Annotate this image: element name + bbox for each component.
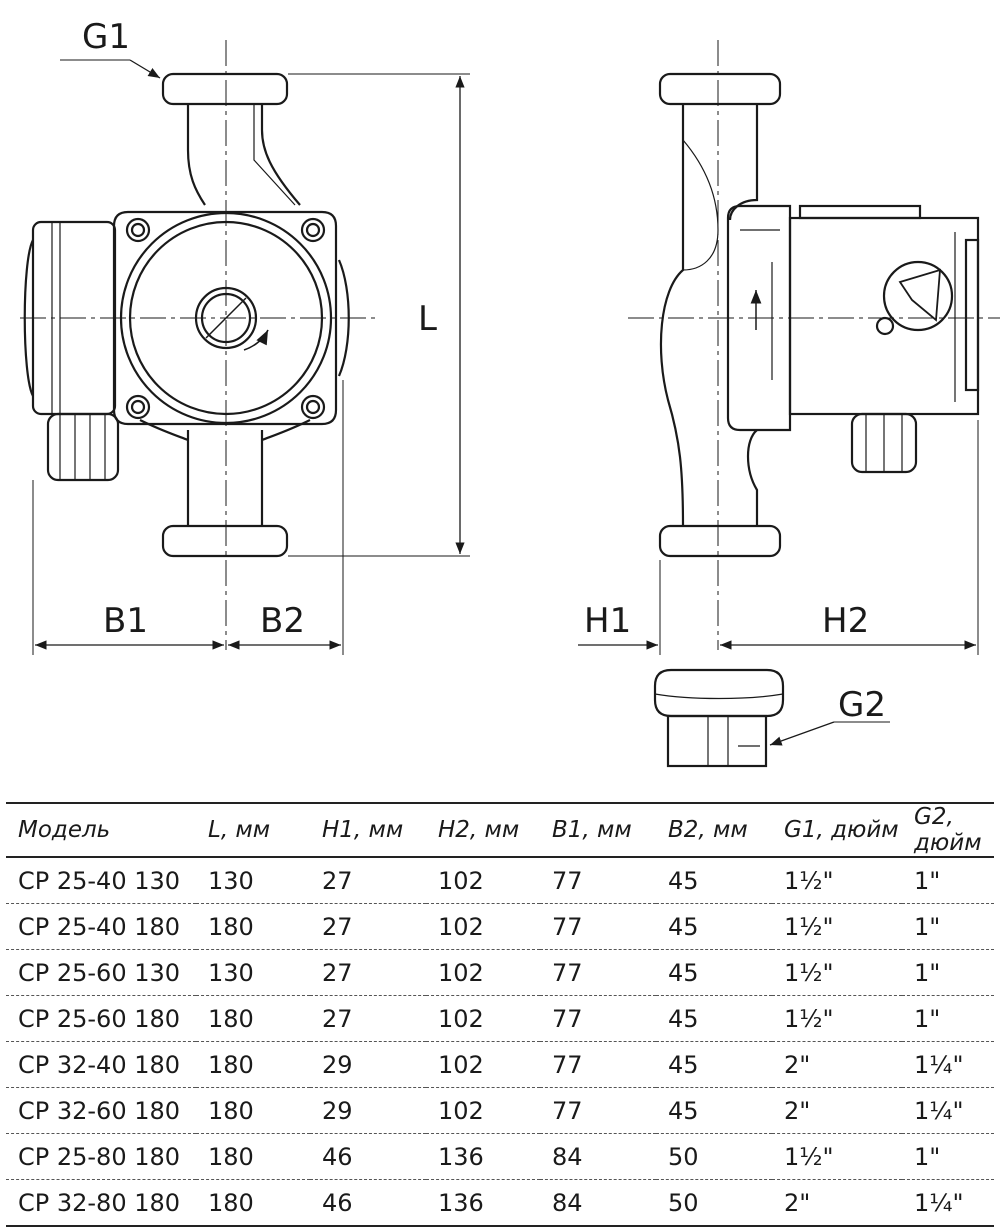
table-cell: 102 [426,949,540,996]
g2-label: G2 [838,685,886,725]
table-cell: 180 [196,995,310,1042]
table-cell: 130 [196,949,310,996]
pump-dimension-drawing: G1 L B1 B2 H1 H2 G2 [20,17,1000,768]
table-cell: 102 [426,903,540,950]
col-header-b2: B2, мм [656,802,772,858]
col-header-l: L, мм [196,802,310,858]
table-cell: CP 25-40 180 [6,903,196,950]
table-cell: 180 [196,1041,310,1088]
table-cell: 77 [540,1041,656,1088]
table-cell: 1" [902,995,994,1042]
table-cell: 29 [310,1087,426,1134]
table-cell: 180 [196,1087,310,1134]
table-header-row: Модель L, мм H1, мм H2, мм B1, мм B2, мм… [6,802,994,858]
col-header-b1: B1, мм [540,802,656,858]
table-cell: 1" [902,857,994,904]
table-cell: 84 [540,1179,656,1227]
b1-label: B1 [103,601,148,641]
table-cell: 1" [902,1133,994,1180]
table-cell: 2" [772,1179,902,1227]
side-dimensions [578,420,979,655]
table-cell: CP 25-40 130 [6,857,196,904]
spec-table-container: Модель L, мм H1, мм H2, мм B1, мм B2, мм… [6,802,994,1227]
table-cell: 27 [310,995,426,1042]
table-cell: 2" [772,1087,902,1134]
front-view [20,40,378,650]
table-cell: 1½" [772,1133,902,1180]
table-cell: 102 [426,857,540,904]
table-cell: 1" [902,949,994,996]
table-cell: 50 [656,1133,772,1180]
table-cell: 29 [310,1041,426,1088]
table-cell: CP 25-80 180 [6,1133,196,1180]
table-cell: 2" [772,1041,902,1088]
table-cell: 84 [540,1133,656,1180]
table-cell: 46 [310,1133,426,1180]
side-view [628,40,1000,650]
table-cell: 27 [310,903,426,950]
table-cell: 1½" [772,903,902,950]
table-cell: 1" [902,903,994,950]
table-cell: 102 [426,1087,540,1134]
table-cell: 180 [196,1133,310,1180]
h1-label: H1 [584,601,631,641]
table-cell: 77 [540,1087,656,1134]
b2-label: B2 [260,601,305,641]
table-cell: 27 [310,949,426,996]
table-cell: 45 [656,995,772,1042]
table-cell: 130 [196,857,310,904]
table-cell: 136 [426,1133,540,1180]
table-cell: 27 [310,857,426,904]
col-header-g1: G1, дюйм [772,802,902,858]
table-cell: 102 [426,995,540,1042]
table-cell: 180 [196,1179,310,1227]
table-cell: 102 [426,1041,540,1088]
l-label: L [418,299,437,339]
table-cell: CP 32-60 180 [6,1087,196,1134]
table-cell: 77 [540,949,656,996]
table-cell: 45 [656,903,772,950]
table-cell: CP 25-60 180 [6,995,196,1042]
h2-label: H2 [822,601,869,641]
table-cell: 46 [310,1179,426,1227]
table-cell: 1¼" [902,1179,994,1227]
table-cell: CP 32-40 180 [6,1041,196,1088]
col-header-model: Модель [6,802,196,858]
table-cell: 1½" [772,857,902,904]
table-cell: 50 [656,1179,772,1227]
col-header-h1: H1, мм [310,802,426,858]
union-nut [653,668,890,768]
table-cell: 77 [540,857,656,904]
col-header-h2: H2, мм [426,802,540,858]
table-cell: 45 [656,949,772,996]
table-cell: 136 [426,1179,540,1227]
table-cell: 1¼" [902,1087,994,1134]
table-cell: 45 [656,1087,772,1134]
table-cell: 1¼" [902,1041,994,1088]
col-header-g2: G2, дюйм [902,802,994,858]
table-cell: 77 [540,995,656,1042]
table-cell: 77 [540,903,656,950]
front-dimensions [32,59,470,655]
g1-label: G1 [82,17,130,57]
spec-table: Модель L, мм H1, мм H2, мм B1, мм B2, мм… [6,802,994,1227]
table-cell: 1½" [772,949,902,996]
table-cell: 45 [656,857,772,904]
table-cell: CP 32-80 180 [6,1179,196,1227]
table-cell: 180 [196,903,310,950]
table-cell: 45 [656,1041,772,1088]
table-cell: CP 25-60 130 [6,949,196,996]
table-cell: 1½" [772,995,902,1042]
